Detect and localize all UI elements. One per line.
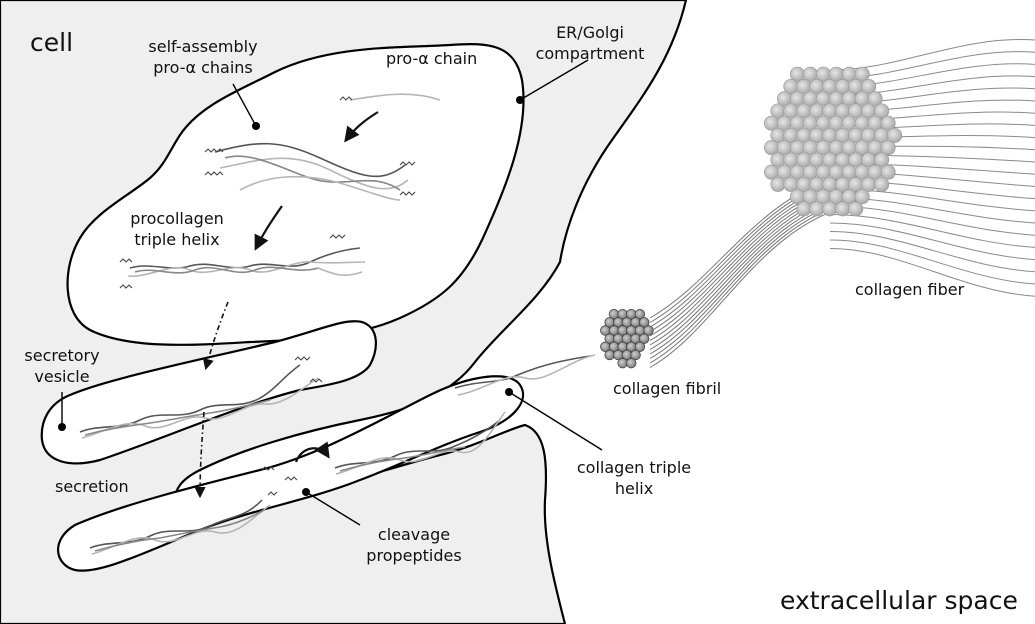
fiber-sphere [810,202,824,216]
extracellular-space-label: extracellular space [780,586,1018,616]
fiber-sphere [797,202,811,216]
fiber-sphere [771,177,785,191]
procollagen-label: procollagen triple helix [130,208,224,250]
collagen-triple-helix-label: collagen triple helix [577,457,691,499]
fiber-sphere [874,177,888,191]
triple-helix-leader-dot [505,388,513,396]
fiber-sphere [849,202,863,216]
self-assembly-label: self-assembly pro-α chains [148,36,257,78]
procollagen-label-line2: triple helix [130,229,224,250]
fiber-strand [650,203,860,368]
er-golgi-leader-dot [516,96,524,104]
collagen-fibril-bundle [601,309,654,368]
secretory-vesicle-label-line1: secretory [24,345,99,366]
fiber-strand [650,200,860,363]
collagen-fiber-label: collagen fiber [855,279,964,300]
fibril-sphere [605,350,615,360]
vesicle-leader-dot [58,423,66,431]
self-assembly-label-line1: self-assembly [148,36,257,57]
cleavage-propeptides-label: cleavage propeptides [366,524,461,566]
fibril-sphere [626,358,636,368]
er-golgi-label-line1: ER/Golgi [536,22,645,43]
collagen-triple-helix-label-line1: collagen triple [577,457,691,478]
self-assembly-label-line2: pro-α chains [148,57,257,78]
fiber-sphere [836,202,850,216]
fiber-strand [830,240,1035,284]
er-golgi-label: ER/Golgi compartment [536,22,645,64]
cleavage-label-line2: propeptides [366,545,461,566]
fiber-strand [650,194,860,354]
fiber-strand [830,40,1035,70]
fibril-sphere [618,358,628,368]
cell-label: cell [30,28,73,58]
fiber-strand [830,223,1035,260]
self-assembly-leader-dot [252,122,260,130]
secretory-vesicle-label-line2: vesicle [24,366,99,387]
procollagen-label-line1: procollagen [130,208,224,229]
collagen-fiber-cross-section [764,67,902,216]
cleavage-label-line1: cleavage [366,524,461,545]
fiber-strand [830,232,1035,272]
cleavage-leader-dot [302,488,310,496]
secretory-vesicle-label: secretory vesicle [24,345,99,387]
secretion-label: secretion [55,476,129,497]
er-golgi-label-line2: compartment [536,43,645,64]
collagen-triple-helix-label-line2: helix [577,478,691,499]
fiber-strand [650,197,860,359]
fiber-sphere [823,202,837,216]
collagen-fibril-label: collagen fibril [613,378,721,399]
pro-alpha-chain-label: pro-α chain [386,48,477,69]
